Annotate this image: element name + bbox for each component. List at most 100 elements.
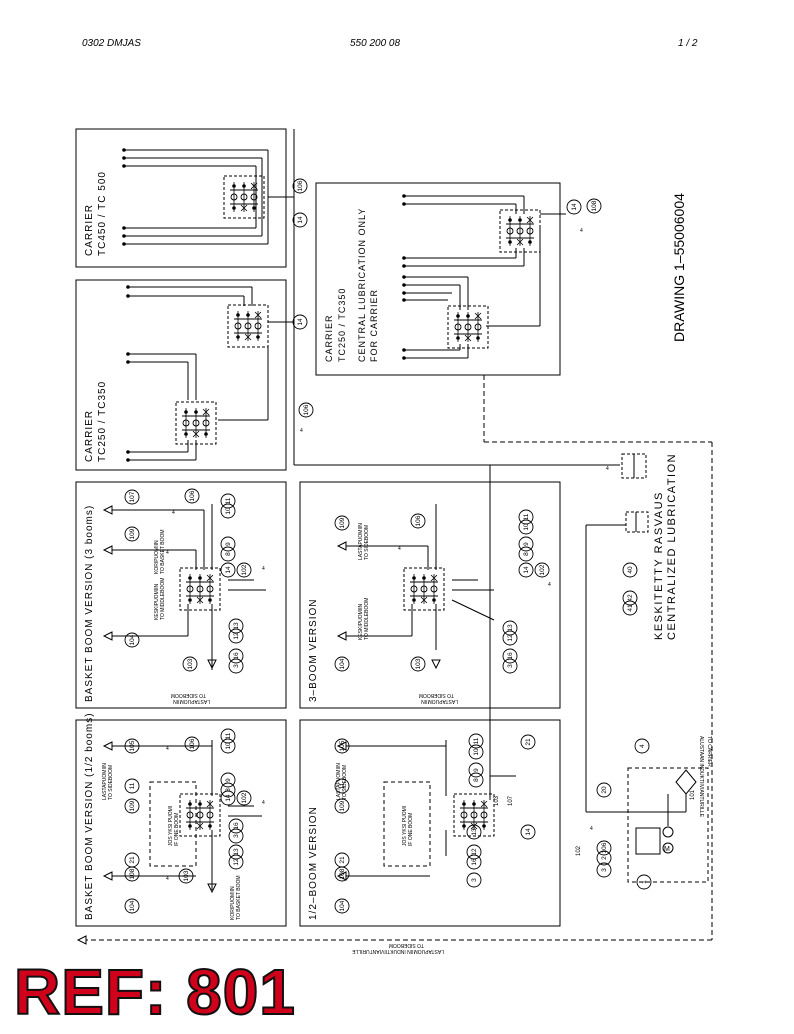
tc450-dots <box>122 148 126 246</box>
note-basket3-side-fi: LASTAPUOMIIN <box>173 698 210 704</box>
central-lub-fi: KESKITETTY RASVAUS <box>653 491 665 640</box>
svg-text:103: 103 <box>187 658 194 669</box>
svg-text:101: 101 <box>690 789 696 800</box>
basket12-arrows <box>102 741 217 894</box>
boom12-arrows <box>336 741 347 881</box>
boom3-wiring <box>346 504 495 650</box>
svg-text:4: 4 <box>262 566 265 572</box>
svg-text:106: 106 <box>189 738 196 749</box>
svg-text:109: 109 <box>339 800 346 811</box>
svg-text:13: 13 <box>233 848 240 856</box>
boom3-valve-block <box>403 567 445 611</box>
boom12-wiring <box>346 740 516 877</box>
bottom-arrow-icon <box>76 935 87 945</box>
note-basket12-basket-en: TO BASKET BOOM <box>236 875 242 920</box>
svg-text:14: 14 <box>523 566 530 574</box>
svg-text:4: 4 <box>606 466 609 472</box>
svg-text:8: 8 <box>523 552 530 556</box>
basket12-valve-block <box>179 793 221 837</box>
note-boom3-side-fi: LASTAPUOMIIN <box>421 698 458 704</box>
svg-text:104: 104 <box>129 900 136 911</box>
drawing-number: DRAWING 1–55006004 <box>671 193 687 342</box>
box-carrier-tc450 <box>75 128 287 268</box>
svg-text:21: 21 <box>339 856 346 864</box>
boom3-title: 3–BOOM VERSION <box>308 599 319 702</box>
tc450-valve-block <box>223 175 265 219</box>
note-basket12-side-fi: LASTAPUOMIIN <box>102 763 108 800</box>
note-boom3-side2-en: TO SIDEBOOM <box>364 525 370 560</box>
box-basket-boom-3 <box>75 481 287 709</box>
svg-text:13: 13 <box>471 828 478 836</box>
tc250b-valve-block-1 <box>499 209 541 253</box>
note-basket3-side-en: TO SIDEBOOM <box>171 692 206 698</box>
svg-text:4: 4 <box>166 746 169 752</box>
svg-text:9: 9 <box>473 768 480 772</box>
svg-text:4: 4 <box>262 800 265 806</box>
svg-text:8: 8 <box>225 552 232 556</box>
svg-text:106: 106 <box>303 404 310 415</box>
note-boom3-middle-en: TO MIDDLEBOOM <box>364 598 370 640</box>
svg-text:16: 16 <box>233 822 240 830</box>
box-carrier-tc250-b <box>315 182 561 376</box>
svg-text:4: 4 <box>166 550 169 556</box>
svg-text:14: 14 <box>571 203 578 211</box>
note-boom12-side-fi: LASTAPUOMIIN <box>336 763 342 800</box>
svg-text:3: 3 <box>471 878 478 882</box>
svg-text:3: 3 <box>233 664 240 668</box>
svg-text:12: 12 <box>233 632 240 640</box>
tc250a-wiring <box>128 286 294 461</box>
svg-text:102: 102 <box>539 564 546 575</box>
svg-text:109: 109 <box>339 517 346 528</box>
note-boom12-jos-en: IF ONE BOOM <box>408 813 414 846</box>
svg-text:14: 14 <box>297 216 304 224</box>
svg-text:12: 12 <box>507 634 514 642</box>
tc250a-label-1: CARRIER <box>84 410 95 462</box>
svg-text:11: 11 <box>473 737 480 744</box>
tc250b-label-4: FOR CARRIER <box>369 289 379 362</box>
svg-text:13: 13 <box>233 622 240 630</box>
svg-text:103: 103 <box>183 870 190 881</box>
svg-text:14: 14 <box>297 318 304 326</box>
svg-text:104: 104 <box>339 658 346 669</box>
box-basket-boom-12 <box>75 719 287 927</box>
basket12-wiring <box>112 740 262 890</box>
svg-text:3: 3 <box>233 834 240 838</box>
svg-text:9: 9 <box>523 542 530 546</box>
svg-text:4: 4 <box>166 876 169 882</box>
svg-text:10: 10 <box>225 742 232 750</box>
svg-text:107: 107 <box>129 491 136 502</box>
basket3-arrows <box>102 505 217 670</box>
svg-text:12: 12 <box>233 858 240 866</box>
svg-text:20: 20 <box>601 786 608 794</box>
note-basket3-basket-en: TO BASKET BOOM <box>160 529 166 574</box>
tc250a-valve-block-1 <box>227 304 269 348</box>
note-basket3-middle-en: TO MIDDLEBOOM <box>160 578 166 620</box>
basket12-title: BASKET BOOM VERSION (1/2 booms) <box>84 712 95 920</box>
boom12-title: 1/2–BOOM VERSION <box>308 806 319 920</box>
callouts <box>124 178 652 914</box>
tc250a-dots <box>126 285 130 462</box>
header-page: 1 / 2 <box>678 38 698 49</box>
note-boom3-side-en: TO SIDEBOOM <box>419 692 454 698</box>
note-boom12-jos-fi: JOS YKSI PUOMI <box>402 806 408 846</box>
svg-text:4: 4 <box>172 510 175 516</box>
svg-text:4: 4 <box>398 546 401 552</box>
svg-text:16: 16 <box>507 652 514 660</box>
note-basket3-middle-fi: KESKIPUOMIIN <box>154 583 160 620</box>
svg-text:11: 11 <box>523 513 530 520</box>
svg-text:106: 106 <box>189 490 196 501</box>
svg-text:102: 102 <box>241 792 248 803</box>
svg-text:4: 4 <box>300 428 303 434</box>
carrier-dashed-link <box>86 375 713 941</box>
central-lub-en: CENTRALIZED LUBRICATION <box>666 453 678 640</box>
note-basket12-jos-fi: JOS YKSI PUOMI <box>168 806 174 846</box>
svg-text:109: 109 <box>129 528 136 539</box>
svg-text:10: 10 <box>523 523 530 531</box>
svg-text:11: 11 <box>129 782 136 789</box>
header-center: 550 200 08 <box>350 38 401 49</box>
box-3-boom <box>299 481 561 709</box>
svg-text:16: 16 <box>233 652 240 660</box>
tc250b-valve-block-2 <box>447 305 489 349</box>
svg-text:8: 8 <box>225 788 232 792</box>
svg-text:14: 14 <box>225 794 232 802</box>
